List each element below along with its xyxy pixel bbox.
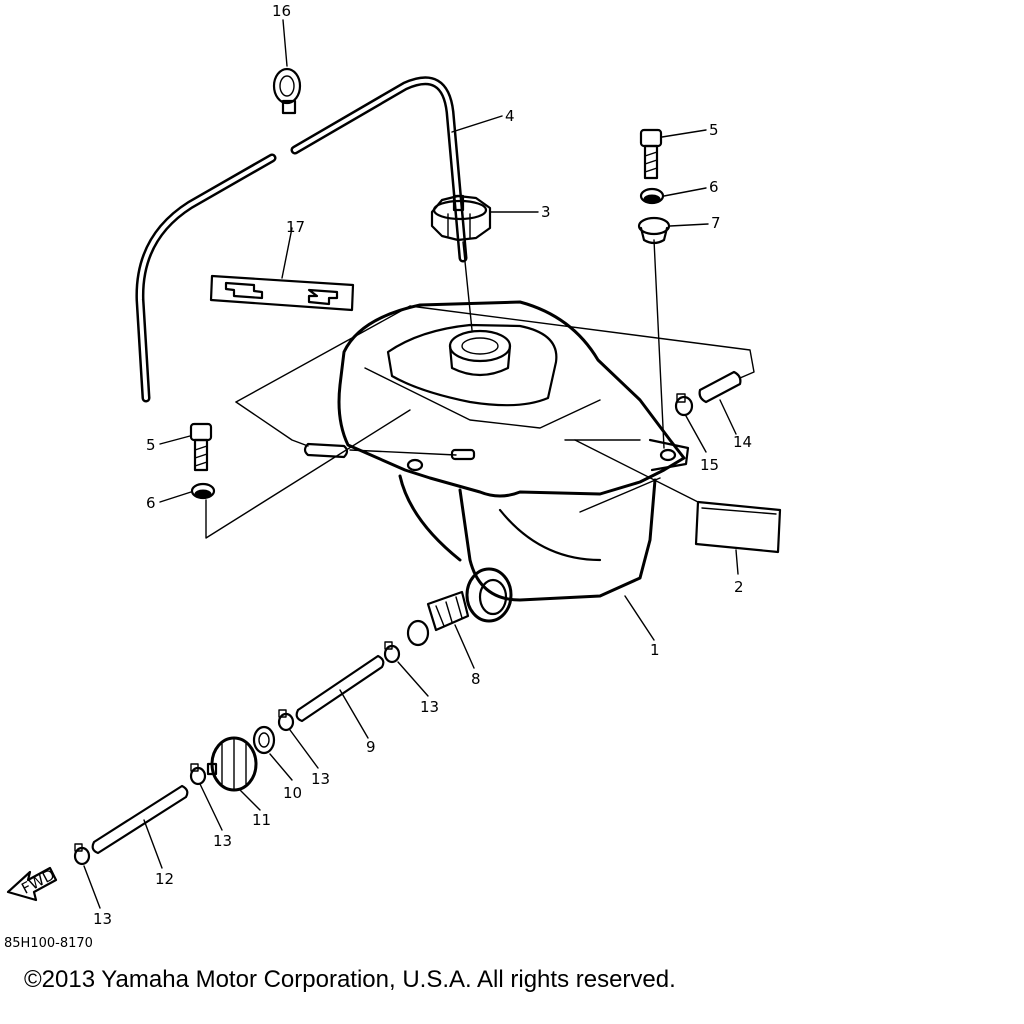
callout-3: 3 <box>541 203 551 221</box>
callout-16: 16 <box>272 2 291 20</box>
washer-left <box>190 482 216 500</box>
grommet <box>637 216 671 245</box>
callout-6-upper: 6 <box>709 178 719 196</box>
callout-8: 8 <box>471 670 481 688</box>
callout-13-c: 13 <box>213 832 232 850</box>
fuel-filter <box>406 590 470 647</box>
bolt-left <box>189 422 213 472</box>
breather-hose <box>135 76 468 403</box>
hose-clip-vent <box>674 393 694 417</box>
callout-4: 4 <box>505 107 515 125</box>
emblem <box>209 274 355 312</box>
callout-15: 15 <box>700 456 719 474</box>
fuel-cap <box>430 194 492 242</box>
callout-12: 12 <box>155 870 174 888</box>
alignment-lines <box>205 239 755 539</box>
fuel-tank <box>337 300 690 623</box>
callout-17: 17 <box>286 218 305 236</box>
callout-5-left: 5 <box>146 436 156 454</box>
forward-arrow: FWD <box>6 865 58 902</box>
callout-9: 9 <box>366 738 376 756</box>
washer-upper <box>639 187 665 205</box>
gasket <box>252 725 276 755</box>
hose-clip-13b <box>277 709 295 732</box>
callout-13-a: 13 <box>420 698 439 716</box>
callout-7: 7 <box>711 214 721 232</box>
callout-13-d: 13 <box>93 910 112 928</box>
callout-13-b: 13 <box>311 770 330 788</box>
hose-clip-13a <box>383 641 401 664</box>
warning-label <box>694 500 782 554</box>
hose-clip <box>272 67 302 115</box>
fuel-cock <box>206 736 258 792</box>
callout-14: 14 <box>733 433 752 451</box>
leader-lines <box>83 19 739 909</box>
callout-1: 1 <box>650 641 660 659</box>
callout-numbers: 1 2 3 4 5 5 6 6 7 8 9 10 11 12 13 13 13 … <box>93 2 752 928</box>
drawing-code: 85H100-8170 <box>4 936 93 951</box>
callout-10: 10 <box>283 784 302 802</box>
copyright-notice: ©2013 Yamaha Motor Corporation, U.S.A. A… <box>24 966 676 993</box>
hose-clip-13c <box>189 763 207 786</box>
fuel-hose-9 <box>295 654 385 723</box>
callout-2: 2 <box>734 578 744 596</box>
vent-hose-left <box>303 442 349 459</box>
fwd-label: FWD <box>18 865 57 897</box>
callout-6-left: 6 <box>146 494 156 512</box>
callout-5-upper: 5 <box>709 121 719 139</box>
fuel-hose-12 <box>91 784 189 855</box>
callout-11: 11 <box>252 811 271 829</box>
vent-hose-short <box>698 370 742 404</box>
hose-clip-13d <box>73 843 91 866</box>
bolt-upper <box>639 128 663 180</box>
